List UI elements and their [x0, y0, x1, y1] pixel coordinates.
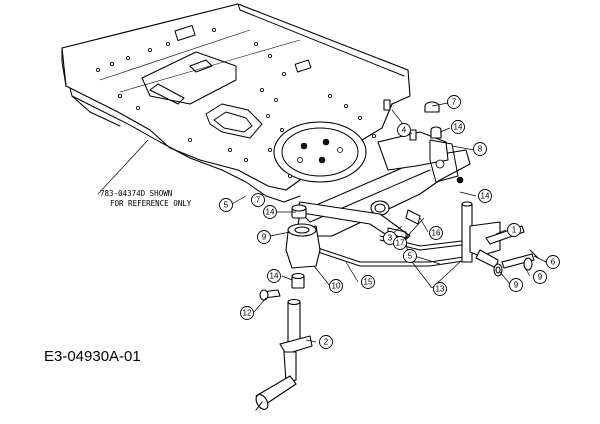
steering-spindle-shaft [255, 298, 313, 411]
callout-16: 16 [429, 226, 443, 240]
callout-5: 5 [403, 249, 417, 263]
svg-text:15: 15 [364, 278, 373, 287]
svg-text:9: 9 [262, 233, 267, 242]
svg-text:7: 7 [256, 196, 261, 205]
callout-5: 5 [219, 198, 233, 212]
callout-13: 13 [433, 282, 447, 296]
svg-text:6: 6 [551, 258, 556, 267]
right-spindle [383, 99, 539, 277]
svg-text:5: 5 [408, 252, 413, 261]
callout-7: 7 [447, 95, 461, 109]
callout-15: 15 [361, 275, 375, 289]
svg-text:10: 10 [332, 282, 341, 291]
reference-note-line-2: FOR REFERENCE ONLY [110, 199, 192, 208]
reference-note-line-1: 783-04374D SHOWN [100, 189, 172, 198]
callout-14: 14 [267, 269, 281, 283]
svg-text:14: 14 [266, 208, 275, 217]
callout-9: 9 [533, 270, 547, 284]
callout-6: 6 [546, 255, 560, 269]
svg-text:8: 8 [478, 145, 483, 154]
callouts: 7 4 14 8 5 7 14 9 3 17 16 14 5 1 6 9 9 1… [219, 95, 560, 349]
callout-8: 8 [473, 142, 487, 156]
svg-text:14: 14 [454, 123, 463, 132]
callout-17: 17 [393, 236, 407, 250]
svg-text:14: 14 [270, 272, 279, 281]
callout-14: 14 [451, 120, 465, 134]
callout-9: 9 [257, 230, 271, 244]
callout-14: 14 [263, 205, 277, 219]
svg-text:5: 5 [224, 201, 229, 210]
svg-text:7: 7 [452, 98, 457, 107]
callout-7: 7 [251, 193, 265, 207]
callout-9: 9 [509, 278, 523, 292]
callout-12: 12 [240, 306, 254, 320]
svg-text:9: 9 [538, 273, 543, 282]
left-pivot-housing [259, 204, 321, 301]
reference-note: 783-04374D SHOWN FOR REFERENCE ONLY [97, 139, 192, 208]
svg-text:12: 12 [243, 309, 252, 318]
svg-text:2: 2 [324, 338, 329, 347]
svg-text:9: 9 [514, 281, 519, 290]
callout-4: 4 [397, 123, 411, 137]
svg-text:4: 4 [402, 126, 407, 135]
front-axle-beam [295, 131, 471, 245]
svg-text:14: 14 [481, 192, 490, 201]
svg-text:17: 17 [396, 239, 405, 248]
svg-text:13: 13 [436, 285, 445, 294]
callout-14: 14 [478, 189, 492, 203]
svg-text:1: 1 [512, 226, 517, 235]
callout-1: 1 [507, 223, 521, 237]
diagram-id: E3-04930A-01 [44, 348, 141, 365]
chassis-frame [61, 3, 411, 203]
svg-text:16: 16 [432, 229, 441, 238]
callout-2: 2 [319, 335, 333, 349]
svg-text:3: 3 [388, 234, 393, 243]
callout-10: 10 [329, 279, 343, 293]
